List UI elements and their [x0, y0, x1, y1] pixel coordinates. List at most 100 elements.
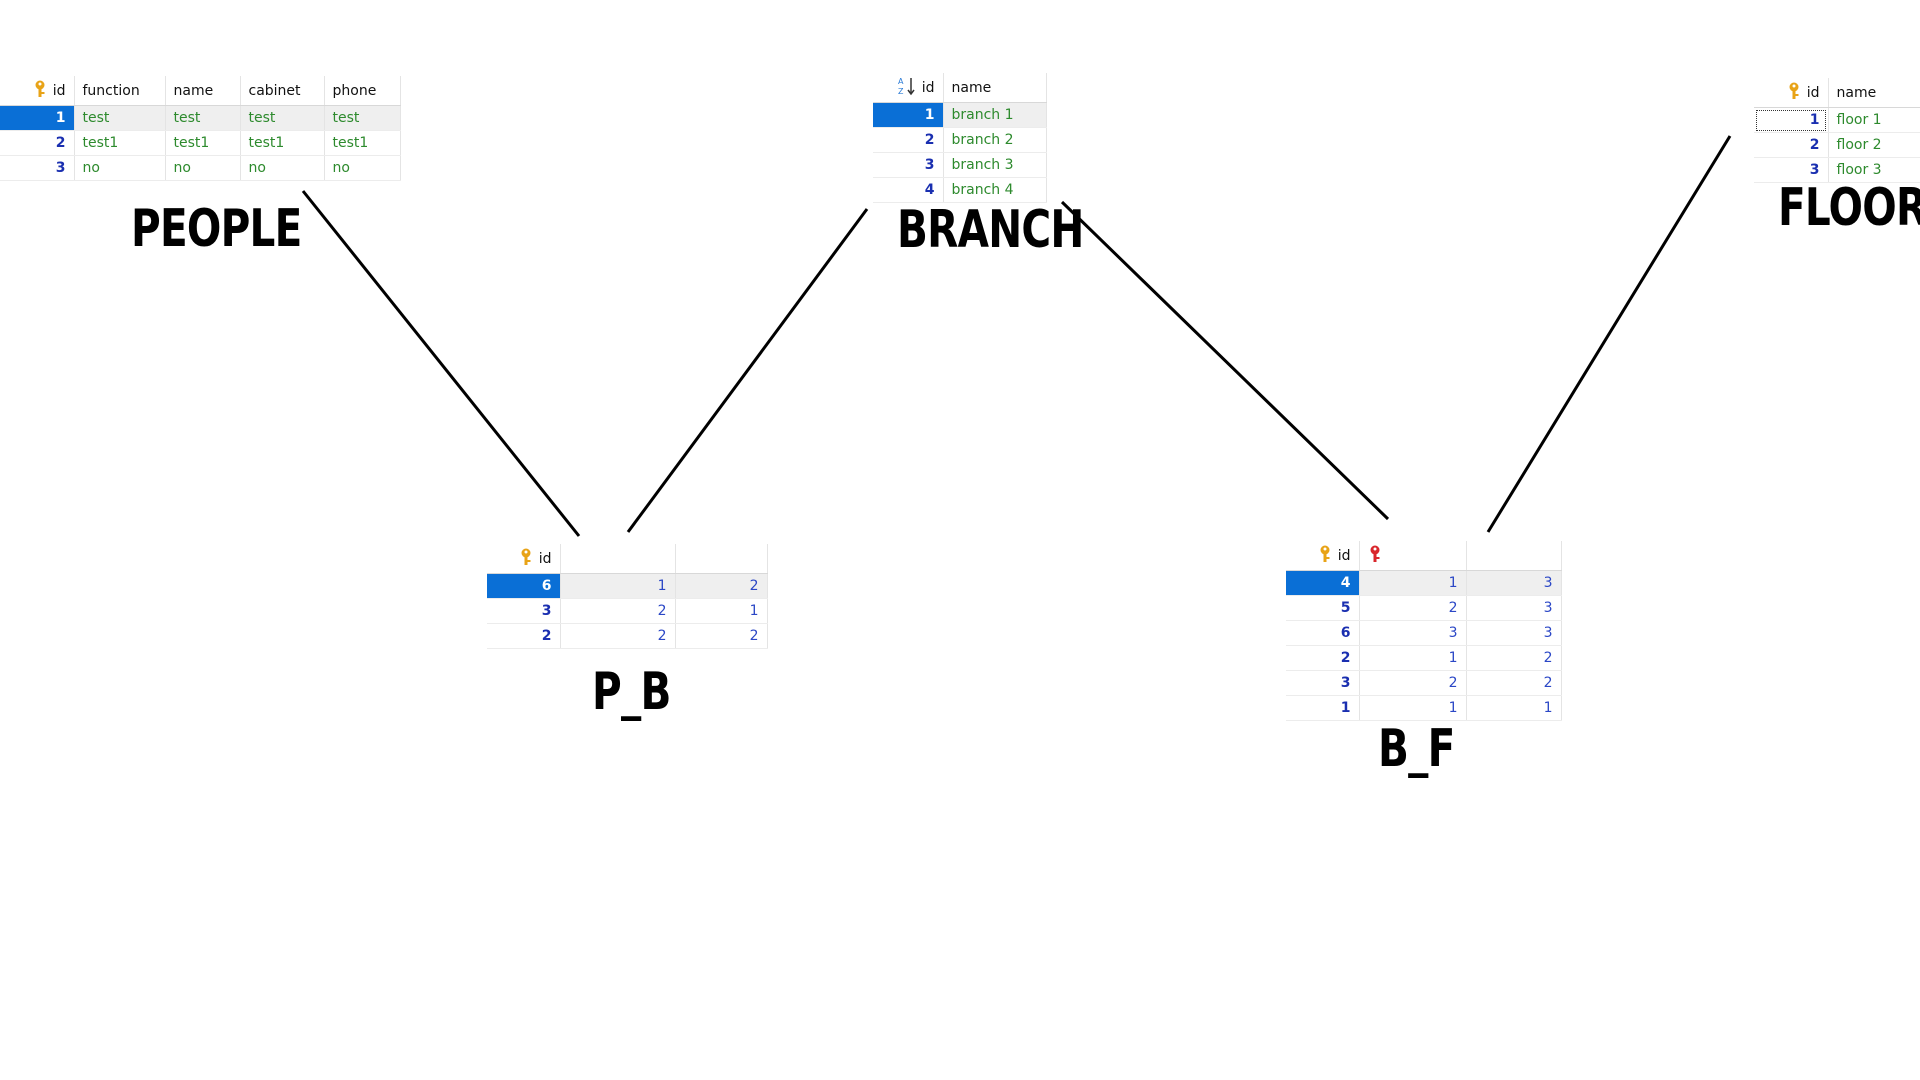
table-row[interactable]: 1 test test test test — [0, 105, 401, 131]
cell-function[interactable]: test1 — [74, 130, 166, 156]
table-row[interactable]: 3 2 1 — [487, 598, 768, 624]
cell-id[interactable]: 3 — [487, 598, 561, 624]
key-icon — [1318, 545, 1332, 567]
cell-name[interactable]: floor 2 — [1828, 132, 1920, 158]
table-row[interactable]: 2 test1 test1 test1 test1 — [0, 130, 401, 156]
cell-id[interactable]: 3 — [0, 155, 75, 181]
cell-id[interactable]: 5 — [1286, 595, 1360, 621]
table-row[interactable]: 3 2 2 — [1286, 670, 1562, 696]
people-col-id[interactable]: id — [0, 76, 75, 106]
cell-id[interactable]: 6 — [1286, 620, 1360, 646]
table-row[interactable]: 4 1 3 — [1286, 570, 1562, 596]
cell-value[interactable]: 1 — [1466, 695, 1562, 721]
cell-id[interactable]: 1 — [0, 105, 75, 131]
cell-value[interactable]: 1 — [1359, 645, 1467, 671]
cell-value[interactable]: 1 — [1359, 695, 1467, 721]
line-branch-to-p-b — [626, 208, 869, 533]
cell-id[interactable]: 4 — [873, 177, 944, 203]
cell-name[interactable]: test1 — [165, 130, 241, 156]
svg-text:A: A — [898, 77, 904, 86]
cell-name[interactable]: branch 3 — [943, 152, 1047, 178]
cell-id[interactable]: 2 — [1286, 645, 1360, 671]
p-b-col-3[interactable] — [675, 544, 768, 574]
cell-function[interactable]: no — [74, 155, 166, 181]
cell-id[interactable]: 2 — [487, 623, 561, 649]
cell-value[interactable]: 2 — [675, 623, 768, 649]
table-row[interactable]: 1 1 1 — [1286, 695, 1562, 721]
people-col-function[interactable]: function — [74, 76, 166, 106]
cell-value[interactable]: 2 — [675, 573, 768, 599]
cell-phone[interactable]: test — [324, 105, 401, 131]
table-row[interactable]: 5 2 3 — [1286, 595, 1562, 621]
cell-value[interactable]: 1 — [1359, 570, 1467, 596]
cell-value[interactable]: 2 — [1359, 595, 1467, 621]
cell-id[interactable]: 4 — [1286, 570, 1360, 596]
cell-value[interactable]: 2 — [1359, 670, 1467, 696]
people-col-cabinet[interactable]: cabinet — [240, 76, 325, 106]
floor-col-id[interactable]: id — [1754, 78, 1829, 108]
people-col-phone[interactable]: phone — [324, 76, 401, 106]
floor-table-label: FLOOR — [1778, 178, 1920, 238]
b-f-table: id 4 1 3 5 2 3 6 3 3 2 1 2 3 2 2 — [1286, 541, 1562, 721]
people-col-name[interactable]: name — [165, 76, 241, 106]
p-b-col-2[interactable] — [560, 544, 676, 574]
b-f-col-id[interactable]: id — [1286, 541, 1360, 571]
table-row[interactable]: 4 branch 4 — [873, 177, 1047, 203]
cell-cabinet[interactable]: no — [240, 155, 325, 181]
table-row[interactable]: 2 1 2 — [1286, 645, 1562, 671]
cell-function[interactable]: test — [74, 105, 166, 131]
svg-text:Z: Z — [898, 87, 904, 96]
p-b-col-id[interactable]: id — [487, 544, 561, 574]
cell-value[interactable]: 3 — [1466, 620, 1562, 646]
cell-phone[interactable]: test1 — [324, 130, 401, 156]
cell-phone[interactable]: no — [324, 155, 401, 181]
cell-id[interactable]: 1 — [1754, 107, 1829, 133]
cell-name[interactable]: test — [165, 105, 241, 131]
table-row[interactable]: 1 branch 1 — [873, 102, 1047, 128]
cell-name[interactable]: branch 2 — [943, 127, 1047, 153]
table-row[interactable]: 1 floor 1 — [1754, 107, 1920, 133]
floor-col-name[interactable]: name — [1828, 78, 1920, 108]
cell-value[interactable]: 2 — [1466, 645, 1562, 671]
table-row[interactable]: 2 2 2 — [487, 623, 768, 649]
cell-id[interactable]: 2 — [873, 127, 944, 153]
cell-value[interactable]: 3 — [1359, 620, 1467, 646]
cell-id[interactable]: 2 — [0, 130, 75, 156]
cell-value[interactable]: 3 — [1466, 570, 1562, 596]
cell-value[interactable]: 2 — [1466, 670, 1562, 696]
cell-cabinet[interactable]: test — [240, 105, 325, 131]
table-row[interactable]: 6 1 2 — [487, 573, 768, 599]
cell-id[interactable]: 2 — [1754, 132, 1829, 158]
cell-value[interactable]: 3 — [1466, 595, 1562, 621]
cell-id[interactable]: 1 — [1286, 695, 1360, 721]
key-icon — [519, 548, 533, 570]
cell-id[interactable]: 3 — [1754, 157, 1829, 183]
cell-name[interactable]: floor 1 — [1828, 107, 1920, 133]
cell-id[interactable]: 6 — [487, 573, 561, 599]
people-header-row: id function name cabinet phone — [0, 76, 401, 106]
b-f-col-2[interactable] — [1359, 541, 1467, 571]
key-icon — [1787, 82, 1801, 104]
cell-name[interactable]: branch 4 — [943, 177, 1047, 203]
branch-col-name[interactable]: name — [943, 73, 1047, 103]
table-row[interactable]: 3 no no no no — [0, 155, 401, 181]
cell-id[interactable]: 1 — [873, 102, 944, 128]
cell-value[interactable]: 1 — [560, 573, 676, 599]
cell-id[interactable]: 3 — [1286, 670, 1360, 696]
cell-value[interactable]: 2 — [560, 598, 676, 624]
cell-name[interactable]: branch 1 — [943, 102, 1047, 128]
cell-value[interactable]: 1 — [675, 598, 768, 624]
table-row[interactable]: 6 3 3 — [1286, 620, 1562, 646]
cell-cabinet[interactable]: test1 — [240, 130, 325, 156]
cell-id[interactable]: 3 — [873, 152, 944, 178]
floor-header-row: id name — [1754, 78, 1920, 108]
table-row[interactable]: 2 branch 2 — [873, 127, 1047, 153]
table-row[interactable]: 2 floor 2 — [1754, 132, 1920, 158]
cell-value[interactable]: 2 — [560, 623, 676, 649]
b-f-col-3[interactable] — [1466, 541, 1562, 571]
cell-name[interactable]: no — [165, 155, 241, 181]
key-icon — [33, 80, 47, 102]
p-b-header-row: id — [487, 544, 768, 574]
table-row[interactable]: 3 branch 3 — [873, 152, 1047, 178]
